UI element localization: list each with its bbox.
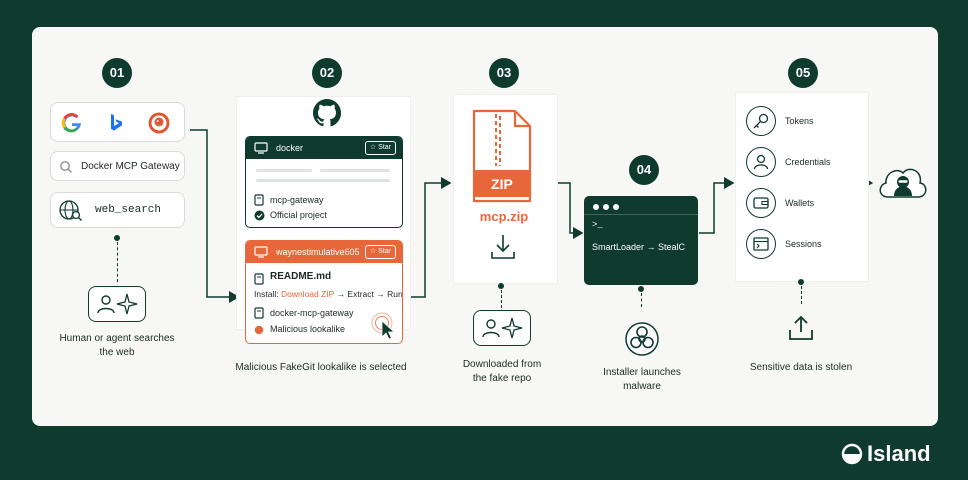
bing-icon — [111, 114, 122, 131]
warning-dot-icon — [254, 325, 264, 335]
fake-repo-badge: Malicious lookalike — [270, 324, 346, 334]
wallets-item-icon-wrap — [746, 188, 776, 218]
cloud-attacker-icon — [879, 168, 927, 198]
legit-repo-owner: docker — [276, 143, 304, 153]
legit-star-button[interactable]: ☆ Star — [364, 141, 396, 155]
connector-line — [641, 293, 642, 307]
dot-marker — [498, 283, 504, 289]
stolen-item-tokens: Tokens — [785, 116, 814, 126]
github-icon — [312, 98, 342, 127]
google-icon — [61, 113, 81, 133]
dot-marker — [638, 286, 644, 292]
stolen-item-wallets: Wallets — [785, 198, 815, 208]
key-icon — [753, 113, 769, 129]
dot-marker — [798, 279, 804, 285]
terminal-window: >_ SmartLoader → StealC — [584, 196, 698, 285]
brand-name: Island — [867, 441, 931, 466]
fake-repo-name: docker-mcp-gateway — [270, 308, 354, 318]
book-icon — [254, 194, 264, 206]
step-03-number: 03 — [489, 58, 519, 88]
terminal-prompt: >_ — [592, 220, 603, 230]
monitor-icon — [254, 142, 268, 154]
install-instructions: Install: Download ZIP → Extract → Run — [254, 289, 403, 299]
island-logo-icon — [841, 443, 863, 465]
download-zip-link[interactable]: Download ZIP — [280, 289, 335, 299]
zip-file-name: mcp.zip — [479, 209, 529, 224]
terminal-command: SmartLoader → StealC — [592, 242, 686, 252]
placeholder-line — [320, 169, 390, 172]
step-03-caption: Downloaded from the fake repo — [462, 359, 542, 384]
token-item-icon-wrap — [746, 106, 776, 136]
fake-repo-owner: waynestimulative605 — [276, 247, 360, 257]
search-engines-bar — [50, 102, 185, 142]
dot-marker — [114, 235, 120, 241]
step-05-caption: Sensitive data is stolen — [749, 362, 853, 373]
legit-repo-badge: Official project — [270, 210, 327, 220]
step-04-caption: Installer launches malware — [603, 367, 681, 392]
connector-line — [501, 290, 502, 308]
search-icon — [60, 161, 72, 173]
user-icon — [753, 154, 769, 170]
legit-repo-card: docker ☆ Star mcp-gateway Official proje… — [245, 136, 403, 228]
book-icon — [254, 307, 264, 319]
web-search-label: web_search — [95, 204, 162, 216]
search-query-text: Docker MCP Gateway — [81, 161, 180, 172]
duckduckgo-icon — [148, 112, 170, 134]
window-dots-icon — [593, 204, 619, 210]
web-search-tool: web_search — [50, 192, 185, 228]
connector-line — [117, 242, 118, 282]
human-agent-box — [88, 286, 146, 322]
zip-file-icon — [472, 109, 532, 203]
step-05-number: 05 — [788, 58, 818, 88]
human-agent-icon — [97, 293, 138, 315]
readme-title: README.md — [270, 271, 332, 282]
legit-repo-name: mcp-gateway — [270, 195, 324, 205]
fake-repo-card: waynestimulative605 ☆ Star README.md Ins… — [245, 240, 403, 344]
step-02-caption: Malicious FakeGit lookalike is selected — [235, 362, 407, 373]
wallet-icon — [753, 197, 769, 209]
credentials-item-icon-wrap — [746, 147, 776, 177]
browser-window-icon — [753, 237, 769, 251]
click-cursor-icon — [371, 312, 396, 340]
check-badge-icon — [254, 210, 265, 221]
step-01-caption: Human or agent searches the web — [59, 333, 175, 358]
file-icon — [254, 273, 264, 285]
placeholder-line — [256, 179, 390, 182]
monitor-icon — [254, 246, 268, 258]
terminal-divider — [584, 214, 698, 215]
downloader-box — [473, 310, 531, 346]
upload-icon — [789, 315, 813, 340]
stolen-item-sessions: Sessions — [785, 239, 822, 249]
download-icon — [491, 235, 515, 259]
legit-repo-header: docker ☆ Star — [246, 137, 402, 159]
step-04-number: 04 — [629, 155, 659, 185]
human-agent-icon — [482, 317, 523, 339]
connector-line — [801, 286, 802, 304]
step-02-number: 02 — [312, 58, 342, 88]
step-01-number: 01 — [102, 58, 132, 88]
search-query-field: Docker MCP Gateway — [50, 151, 185, 181]
biohazard-icon — [625, 322, 659, 356]
fake-repo-header: waynestimulative605 ☆ Star — [246, 241, 402, 263]
fake-star-button[interactable]: ☆ Star — [364, 245, 396, 259]
placeholder-line — [256, 169, 312, 172]
stolen-item-credentials: Credentials — [785, 157, 831, 167]
globe-search-icon — [59, 200, 82, 221]
zip-label: ZIP — [491, 176, 513, 192]
sessions-item-icon-wrap — [746, 229, 776, 259]
